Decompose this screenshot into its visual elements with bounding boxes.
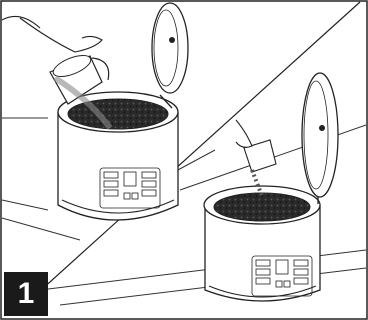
pouring-box-hand (236, 120, 276, 196)
step-number-badge: 1 (4, 272, 48, 316)
pouring-cup-hand (2, 16, 110, 128)
step-number: 1 (18, 277, 35, 311)
lid-right (302, 73, 338, 204)
rice-cooker-left (2, 3, 188, 220)
rice-cooker-right (204, 73, 338, 301)
lid-left (152, 3, 188, 108)
